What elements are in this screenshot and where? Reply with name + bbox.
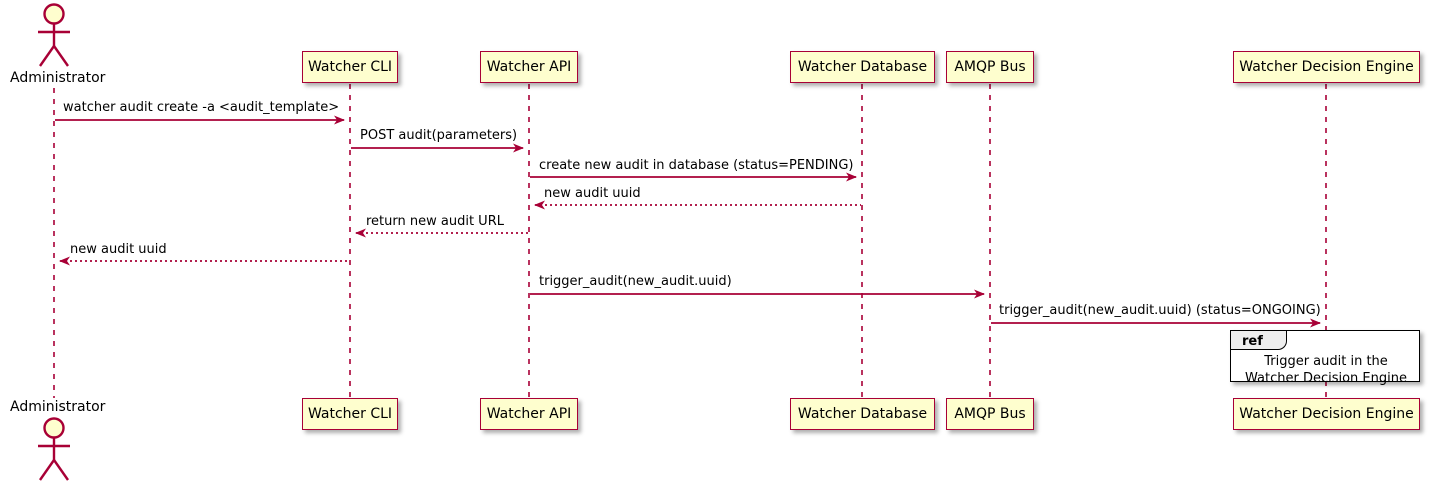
participant-box-watcher-api-bottom[interactable]: Watcher API: [480, 398, 578, 430]
ref-fragment: ref Trigger audit in the Watcher Decisio…: [1230, 330, 1420, 386]
actor-label-administrator-top: Administrator: [10, 70, 106, 86]
actor-figure-top: [38, 3, 70, 67]
message-label-1: POST audit(parameters): [360, 128, 518, 143]
ref-fragment-tab: [1231, 331, 1287, 350]
participant-box-amqp-bus-bottom[interactable]: AMQP Bus: [946, 398, 1034, 430]
ref-fragment-line-2: Watcher Decision Engine: [1245, 371, 1407, 386]
actor-label-administrator-bottom: Administrator: [10, 399, 106, 415]
message-label-4: return new audit URL: [366, 214, 504, 229]
participant-box-watcher-decision-engine-bottom[interactable]: Watcher Decision Engine: [1233, 398, 1420, 430]
participant-box-watcher-database-bottom[interactable]: Watcher Database: [790, 398, 935, 430]
message-label-7: trigger_audit(new_audit.uuid) (status=ON…: [999, 303, 1321, 318]
participant-box-watcher-database-top[interactable]: Watcher Database: [790, 51, 935, 83]
message-label-2: create new audit in database (status=PEN…: [539, 158, 854, 173]
message-label-3: new audit uuid: [544, 186, 641, 201]
ref-fragment-line-1: Trigger audit in the: [1264, 354, 1388, 369]
message-label-5: new audit uuid: [70, 242, 167, 257]
ref-fragment-tab-label: ref: [1242, 334, 1263, 349]
participant-box-watcher-cli-top[interactable]: Watcher CLI: [302, 51, 398, 83]
message-label-6: trigger_audit(new_audit.uuid): [539, 274, 732, 289]
actor-figure-bottom: [38, 417, 70, 481]
participant-box-watcher-api-top[interactable]: Watcher API: [480, 51, 578, 83]
participant-box-watcher-cli-bottom[interactable]: Watcher CLI: [302, 398, 398, 430]
participant-box-watcher-decision-engine-top[interactable]: Watcher Decision Engine: [1233, 51, 1420, 83]
message-label-0: watcher audit create -a <audit_template>: [63, 100, 340, 115]
participant-box-amqp-bus-top[interactable]: AMQP Bus: [946, 51, 1034, 83]
